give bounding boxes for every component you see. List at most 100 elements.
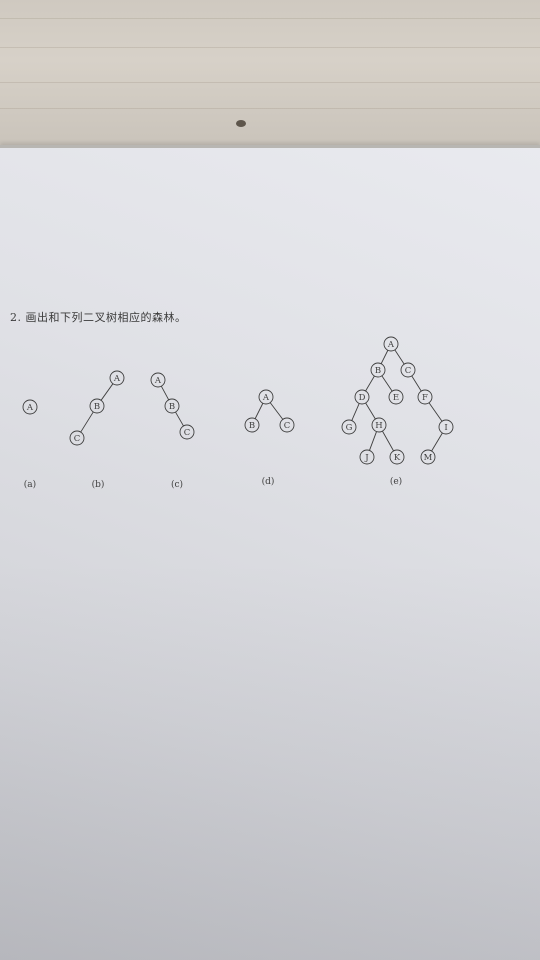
node-circle <box>383 336 399 352</box>
tree-caption: (d) <box>262 476 275 487</box>
node-label: B <box>249 421 255 431</box>
tree-edge <box>254 403 264 419</box>
node-label: A <box>387 340 395 350</box>
tree-node: A <box>258 389 274 405</box>
node-circle <box>89 398 105 414</box>
node-circle <box>164 398 180 414</box>
tree-edge <box>369 431 377 451</box>
tree-edge <box>160 385 170 401</box>
tree-edge <box>428 402 443 422</box>
node-label: B <box>375 366 381 376</box>
tree-node: G <box>341 419 357 435</box>
tree-edge <box>381 375 393 392</box>
node-circle <box>258 389 274 405</box>
node-circle <box>279 417 295 433</box>
node-circle <box>400 362 416 378</box>
node-circle <box>359 449 375 465</box>
node-circle <box>388 389 404 405</box>
tree-edge <box>365 375 375 392</box>
tree-node: J <box>359 449 375 465</box>
node-circle <box>179 424 195 440</box>
tree-node: M <box>420 449 436 465</box>
node-circle <box>354 389 370 405</box>
node-label: I <box>444 423 447 433</box>
tree-edge <box>175 411 184 427</box>
tree-node: B <box>164 398 180 414</box>
node-circle <box>438 419 454 435</box>
node-circle <box>389 449 405 465</box>
node-circle <box>420 449 436 465</box>
node-label: C <box>74 434 81 444</box>
tree-edge <box>411 375 422 392</box>
tree-captions: (a) (b) (c) (d) (e) <box>24 476 402 490</box>
node-circle <box>370 362 386 378</box>
tree-node: K <box>389 449 405 465</box>
tree-node: C <box>400 362 416 378</box>
tree-edges <box>80 349 443 452</box>
node-circle <box>417 389 433 405</box>
tree-caption: (a) <box>24 479 36 490</box>
node-circle <box>22 399 38 415</box>
paper-sheet <box>0 145 540 960</box>
wood-grain <box>0 47 540 48</box>
node-label: D <box>359 393 366 403</box>
node-label: B <box>169 402 175 412</box>
tree-figure: A A B C A B C A B C A B C D E F G H I J K M (a) (b) (c) (d) (e) <box>22 336 454 490</box>
tree-node: C <box>279 417 295 433</box>
tree-node: H <box>371 417 387 433</box>
tree-caption: (c) <box>171 479 183 490</box>
node-circle <box>109 370 125 386</box>
node-label: J <box>364 453 369 463</box>
tree-edge <box>80 411 94 433</box>
tree-node: A <box>150 372 166 388</box>
node-circle <box>69 430 85 446</box>
node-label: F <box>422 393 428 403</box>
node-label: M <box>424 453 433 463</box>
node-label: A <box>26 403 34 413</box>
node-label: H <box>375 421 382 431</box>
paper-edge <box>0 145 540 148</box>
node-label: C <box>184 428 191 438</box>
tree-node: A <box>383 336 399 352</box>
tree-nodes: A A B C A B C A B C A B C D E F G H I J K M <box>22 336 454 465</box>
tree-edge <box>351 403 360 421</box>
node-label: B <box>94 402 100 412</box>
tree-edge <box>431 432 443 452</box>
node-circle <box>371 417 387 433</box>
tree-edge <box>382 430 394 452</box>
tree-node: C <box>179 424 195 440</box>
node-label: C <box>284 421 291 431</box>
tree-node: B <box>89 398 105 414</box>
tree-node: D <box>354 389 370 405</box>
desk-surface <box>0 0 540 150</box>
node-label: A <box>154 376 162 386</box>
tree-edge <box>394 349 405 365</box>
node-label: C <box>405 366 412 376</box>
tree-edge <box>100 383 114 401</box>
node-label: A <box>113 374 121 384</box>
tree-node: F <box>417 389 433 405</box>
node-label: E <box>393 393 399 403</box>
node-circle <box>341 419 357 435</box>
tree-node: I <box>438 419 454 435</box>
tree-caption: (b) <box>92 479 105 490</box>
tree-node: A <box>22 399 38 415</box>
tree-node: B <box>370 362 386 378</box>
tree-node: C <box>69 430 85 446</box>
lighting-shadow <box>0 560 540 960</box>
wood-grain <box>0 18 540 19</box>
desk-spot <box>236 120 246 127</box>
node-label: A <box>262 393 270 403</box>
wood-grain <box>0 82 540 83</box>
tree-edge <box>365 402 376 420</box>
tree-node: E <box>388 389 404 405</box>
tree-edge <box>380 350 389 364</box>
node-label: K <box>394 453 401 463</box>
node-circle <box>150 372 166 388</box>
tree-node: A <box>109 370 125 386</box>
tree-caption: (e) <box>390 476 402 487</box>
node-circle <box>244 417 260 433</box>
tree-edge <box>269 402 284 420</box>
question-text: 2. 画出和下列二叉树相应的森林。 <box>10 311 187 324</box>
node-label: G <box>346 423 353 433</box>
